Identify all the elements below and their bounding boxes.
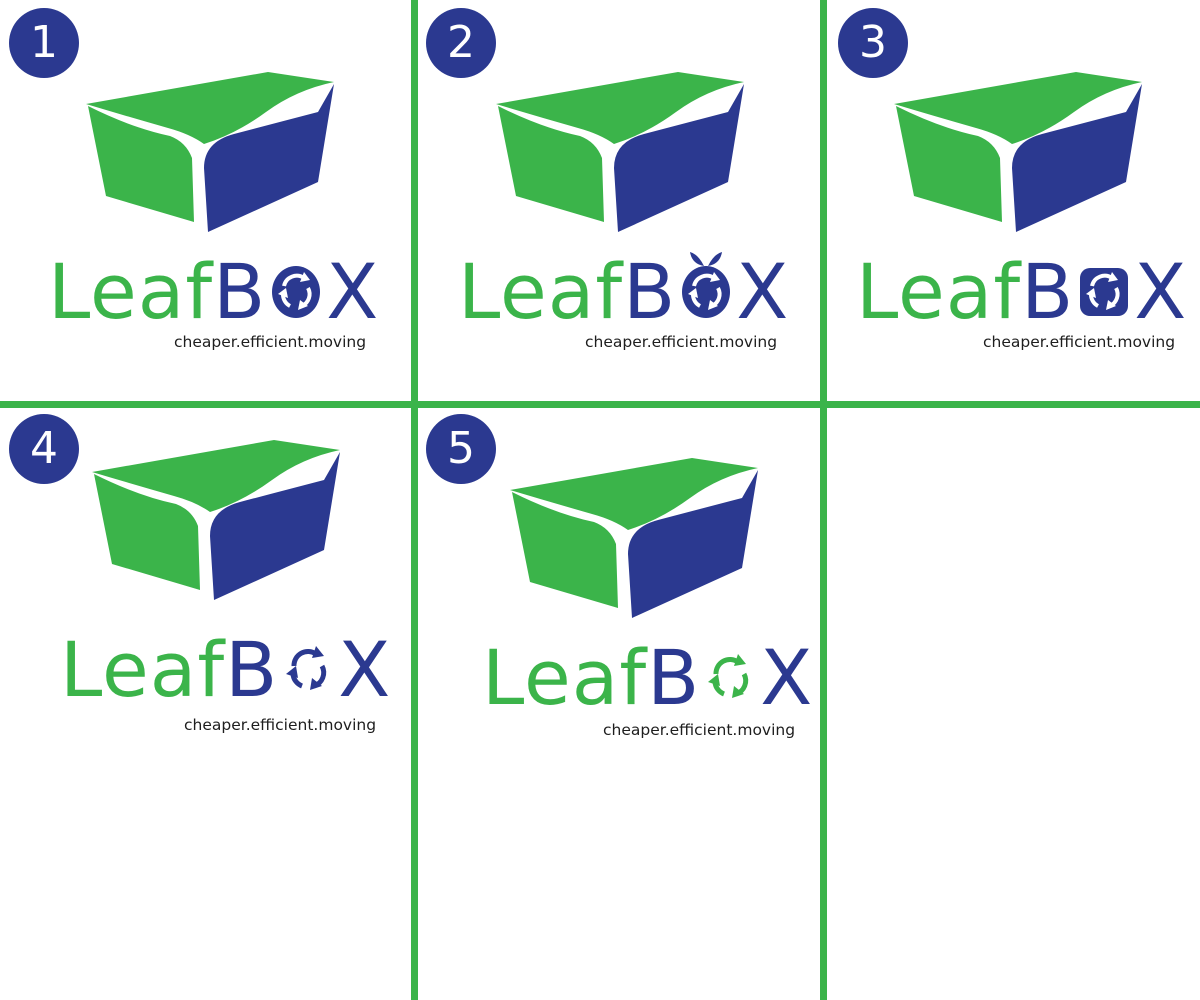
wordmark-x: X [736,247,790,336]
brand-tagline: cheaper.efficient.moving [585,333,778,351]
variant-number-badge: 1 [9,8,79,78]
wordmark-leaf: Leaf [458,247,624,336]
wordmark-b: B [213,247,267,336]
horizontal-divider [0,401,1200,408]
wordmark-leaf: Leaf [60,625,226,714]
recycle-o-icon [272,266,321,318]
brand-tagline: cheaper.efficient.moving [603,721,796,739]
box-leaf-icon [496,72,744,232]
variant-number-badge: 3 [838,8,908,78]
variant-number-badge: 5 [426,414,496,484]
box-leaf-icon [894,72,1142,232]
wordmark-leaf: Leaf [856,247,1022,336]
wordmark-b: B [623,247,677,336]
wordmark-b: B [1021,247,1075,336]
box-leaf-icon [510,458,758,618]
brand-tagline: cheaper.efficient.moving [983,333,1176,351]
variant-number-badge: 2 [426,8,496,78]
brand-tagline: cheaper.efficient.moving [184,716,377,734]
brand-tagline: cheaper.efficient.moving [174,333,367,351]
wordmark-leaf: Leaf [482,633,648,722]
variant-number-badge: 4 [9,414,79,484]
wordmark-x: X [760,633,814,722]
vertical-divider-right [820,0,827,1000]
wordmark-b: B [647,633,701,722]
wordmark-x: X [1134,247,1188,336]
wordmark-b: B [225,625,279,714]
recycle-arrows-icon [286,646,327,690]
wordmark-x: X [326,247,380,336]
wordmark-leaf: Leaf [48,247,214,336]
recycle-o-leaves-icon [682,252,731,318]
vertical-divider-left [411,0,418,1000]
wordmark-x: X [338,625,392,714]
recycle-o-icon [1080,268,1129,316]
recycle-arrows-icon [708,654,749,698]
box-leaf-icon [92,440,340,600]
box-leaf-icon [86,72,334,232]
